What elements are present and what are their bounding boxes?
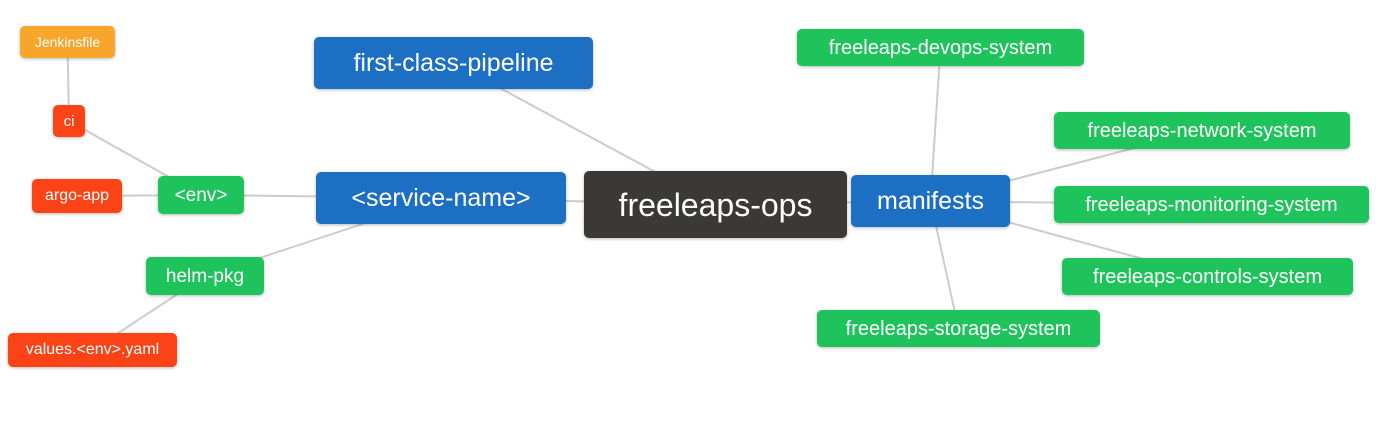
node-storage-system[interactable]: freeleaps-storage-system [817,310,1100,347]
node-monitoring-system[interactable]: freeleaps-monitoring-system [1054,186,1369,223]
node-values-env-yaml[interactable]: values.<env>.yaml [8,333,177,367]
node-manifests[interactable]: manifests [851,175,1010,227]
node-network-system[interactable]: freeleaps-network-system [1054,112,1350,149]
node-env[interactable]: <env> [158,176,244,214]
node-ci[interactable]: ci [53,105,85,137]
node-jenkinsfile[interactable]: Jenkinsfile [20,26,115,58]
node-first-class-pipeline[interactable]: first-class-pipeline [314,37,593,89]
node-service-name[interactable]: <service-name> [316,172,566,224]
node-freeleaps-ops[interactable]: freeleaps-ops [584,171,847,238]
node-devops-system[interactable]: freeleaps-devops-system [797,29,1084,66]
node-argo-app[interactable]: argo-app [32,179,122,213]
node-helm-pkg[interactable]: helm-pkg [146,257,264,295]
node-controls-system[interactable]: freeleaps-controls-system [1062,258,1353,295]
